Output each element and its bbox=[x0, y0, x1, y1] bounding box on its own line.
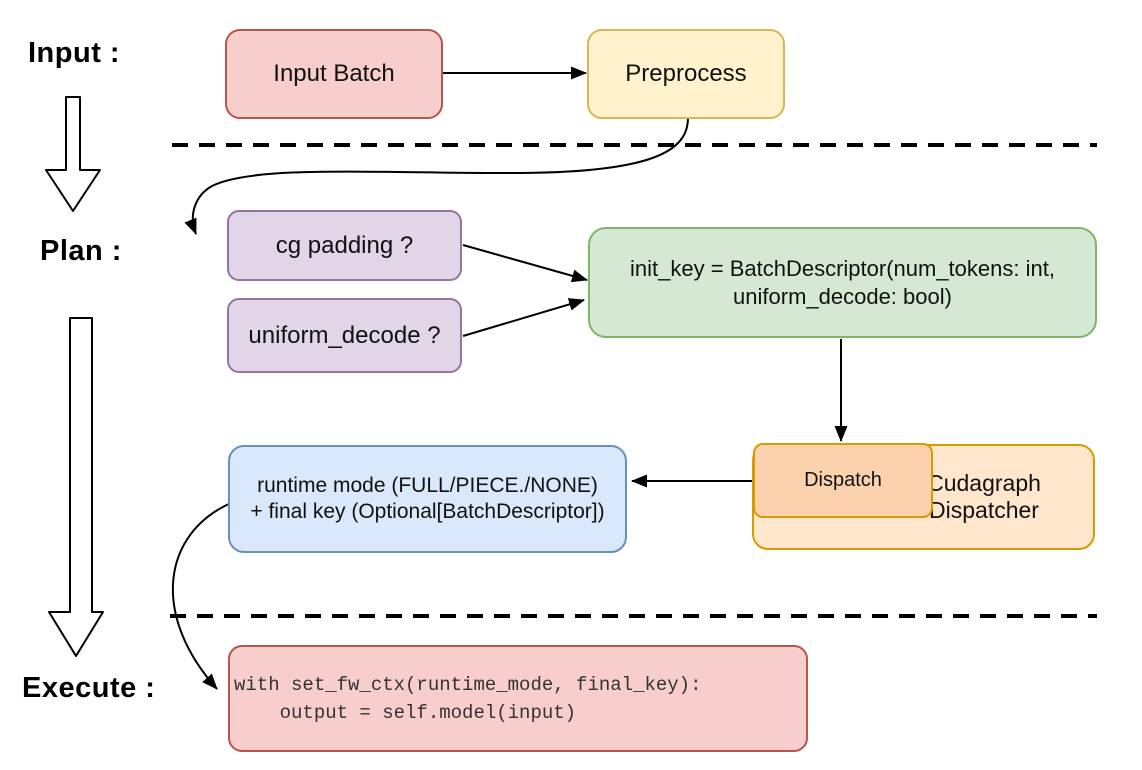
edge-preprocess-to-cg-padding bbox=[184, 117, 689, 235]
section-label-execute: Execute : bbox=[22, 672, 156, 704]
node-init-key-line1: init_key = BatchDescriptor(num_tokens: i… bbox=[630, 256, 1055, 281]
node-cudagraph-line2: Dispatcher bbox=[929, 497, 1039, 523]
node-preprocess-label: Preprocess bbox=[625, 60, 747, 87]
node-init-key: init_key = BatchDescriptor(num_tokens: i… bbox=[588, 227, 1097, 338]
node-preprocess: Preprocess bbox=[587, 29, 785, 119]
node-execute-code: with set_fw_ctx(runtime_mode, final_key)… bbox=[228, 645, 808, 752]
node-runtime-mode-line2: + final key (Optional[BatchDescriptor]) bbox=[250, 500, 605, 523]
node-cg-padding: cg padding ? bbox=[227, 210, 462, 281]
node-input-batch: Input Batch bbox=[225, 29, 443, 119]
edge-runtime-mode-to-execute-code bbox=[171, 502, 232, 690]
node-execute-code-line2: output = self.model(input) bbox=[234, 701, 577, 724]
edge-cg-padding-to-init-key bbox=[462, 244, 588, 283]
section-label-input: Input : bbox=[28, 37, 121, 69]
node-cg-padding-label: cg padding ? bbox=[275, 231, 414, 259]
section-label-plan: Plan : bbox=[40, 235, 122, 267]
node-execute-code-line1: with set_fw_ctx(runtime_mode, final_key)… bbox=[234, 673, 702, 696]
node-dispatch-label: Dispatch bbox=[804, 469, 882, 491]
node-runtime-mode: runtime mode (FULL/PIECE./NONE) + final … bbox=[228, 445, 627, 553]
edge-uniform-decode-to-init-key bbox=[462, 298, 585, 337]
node-dispatch: Dispatch bbox=[753, 443, 933, 518]
node-cudagraph-dispatcher-text: Cudagraph Dispatcher bbox=[903, 470, 1065, 524]
flow-arrow-plan-to-execute bbox=[48, 317, 104, 657]
node-runtime-mode-line1: runtime mode (FULL/PIECE./NONE) bbox=[257, 473, 598, 497]
node-cudagraph-line1: Cudagraph bbox=[927, 470, 1041, 496]
node-init-key-line2: uniform_decode: bool) bbox=[733, 283, 952, 309]
node-uniform-decode: uniform_decode ? bbox=[227, 298, 462, 373]
flow-arrow-input-to-plan bbox=[45, 96, 101, 212]
node-uniform-decode-label: uniform_decode ? bbox=[248, 321, 441, 349]
node-input-batch-label: Input Batch bbox=[273, 60, 395, 87]
